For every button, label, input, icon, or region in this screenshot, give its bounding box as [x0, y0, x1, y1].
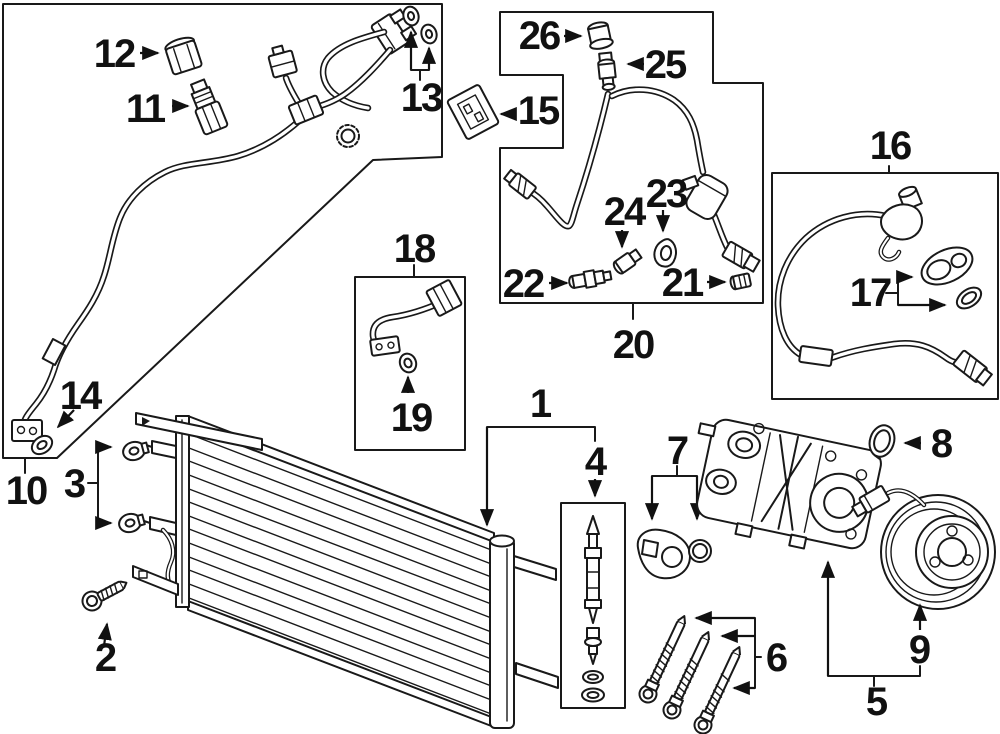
tube-connector: [267, 44, 298, 79]
tube18-bottom-fitting: [369, 335, 401, 357]
callout-23: 23: [646, 172, 687, 216]
bracket-clip-mark: [142, 417, 150, 426]
shaft-seal-part-8: 8: [868, 422, 955, 466]
callout-3: 3: [64, 462, 85, 506]
callout-14: 14: [60, 374, 103, 418]
tube-end-fitting: [11, 419, 43, 442]
box-outline-16: [771, 172, 999, 400]
bolt: [693, 646, 742, 734]
tube-sleeve: [41, 338, 67, 366]
drier-kit-box-4: [560, 502, 626, 709]
callout-11: 11: [126, 87, 166, 131]
upper-mount-stud: [151, 440, 177, 459]
right-bracket-lower: [515, 662, 559, 689]
grommet-part-3b: [118, 512, 146, 534]
callout-21: 21: [662, 261, 704, 305]
right-bracket-upper: [513, 555, 557, 581]
callout-16: 16: [870, 124, 911, 168]
hose-end-fitting: [952, 349, 993, 387]
hose-assembly-box-20: 20: [499, 11, 764, 367]
o-ring-part-19: [398, 352, 418, 374]
screw-part-2: [81, 580, 128, 612]
o-ring-part-14: [30, 434, 54, 456]
lower-mount-bracket: [132, 565, 179, 596]
seal-kit-part-7: 7: [636, 429, 712, 580]
hose-right-fitting: [721, 240, 761, 273]
kit-valve-core: [584, 627, 602, 665]
callout-20: 20: [613, 323, 654, 367]
callout-24: 24: [604, 190, 647, 234]
callout-12: 12: [94, 32, 135, 76]
fitting-part-24: [612, 248, 643, 275]
hose-bracket-tab: [681, 174, 700, 191]
upper-mount-bracket: [135, 412, 263, 451]
compressor: [696, 418, 882, 550]
grommet-part-3a: [122, 440, 150, 462]
valve-part-25: [597, 51, 617, 91]
hose-box-16: 16: [771, 124, 999, 400]
callout-8: 8: [931, 422, 953, 466]
gasket-part-17a: [920, 246, 974, 286]
callout-10: 10: [6, 469, 47, 513]
service-cap-part-12: [164, 36, 203, 76]
condenser-assembly: 3 2 1 4: [64, 382, 610, 729]
cap-part-21: [729, 272, 752, 291]
mounting-bolts-part-6: 6: [638, 610, 789, 734]
tube-mount-grommet: [336, 124, 360, 148]
callout-13: 13: [401, 76, 442, 120]
kit-o-ring-2: [581, 687, 605, 703]
service-valve-part-11: [190, 78, 229, 136]
clutch-pulley: [851, 485, 996, 610]
callout-15: 15: [518, 89, 560, 133]
receiver-drier: [489, 538, 515, 729]
pressure-switch-part-22: [568, 269, 613, 289]
tube18-top-fitting: [425, 279, 463, 317]
hose-manifold: [878, 185, 923, 262]
box-outline-18: [354, 276, 466, 451]
clutch-coil-connector: [851, 485, 891, 518]
bracket-part-15: 15: [446, 84, 562, 140]
hose-left-fitting: [503, 168, 537, 200]
lower-mount-stud: [149, 516, 177, 536]
callout-6: 6: [766, 636, 787, 680]
callout-5: 5: [866, 680, 888, 724]
callout-22: 22: [503, 262, 544, 306]
box-outline-10: [2, 3, 443, 459]
callout-26: 26: [519, 14, 560, 58]
o-ring-nut-part-13b: [420, 23, 438, 45]
callout-1: 1: [530, 382, 552, 426]
callout-2: 2: [95, 636, 116, 680]
tube-box-18: 18 19: [354, 227, 466, 451]
cap-part-26: [587, 21, 614, 50]
kit-valve-tool: [584, 515, 602, 624]
hose-sleeve: [798, 345, 834, 367]
gasket-part-17b: [955, 286, 983, 310]
tube-assembly-box: 12 11 13 14 10: [2, 3, 444, 513]
condenser-core-face: [189, 420, 494, 722]
seal-part-23: [653, 238, 677, 268]
callout-19: 19: [391, 396, 432, 440]
kit-o-ring-1: [582, 670, 604, 684]
callout-9: 9: [909, 628, 930, 672]
tube-flange-fitting: [370, 8, 418, 55]
callout-17: 17: [850, 271, 891, 315]
o-ring-nut-part-13a: [402, 5, 420, 27]
box-outline-20: [499, 11, 764, 304]
bolt: [638, 615, 687, 704]
condenser-tubes: [188, 433, 495, 716]
bolt: [662, 631, 711, 720]
callout-7: 7: [667, 429, 688, 473]
callout-18: 18: [394, 227, 436, 271]
tube-union-block: [287, 94, 325, 126]
callout-25: 25: [645, 43, 687, 87]
callout-4: 4: [585, 440, 608, 484]
compressor-callout-bracket: 9 5: [820, 560, 932, 724]
